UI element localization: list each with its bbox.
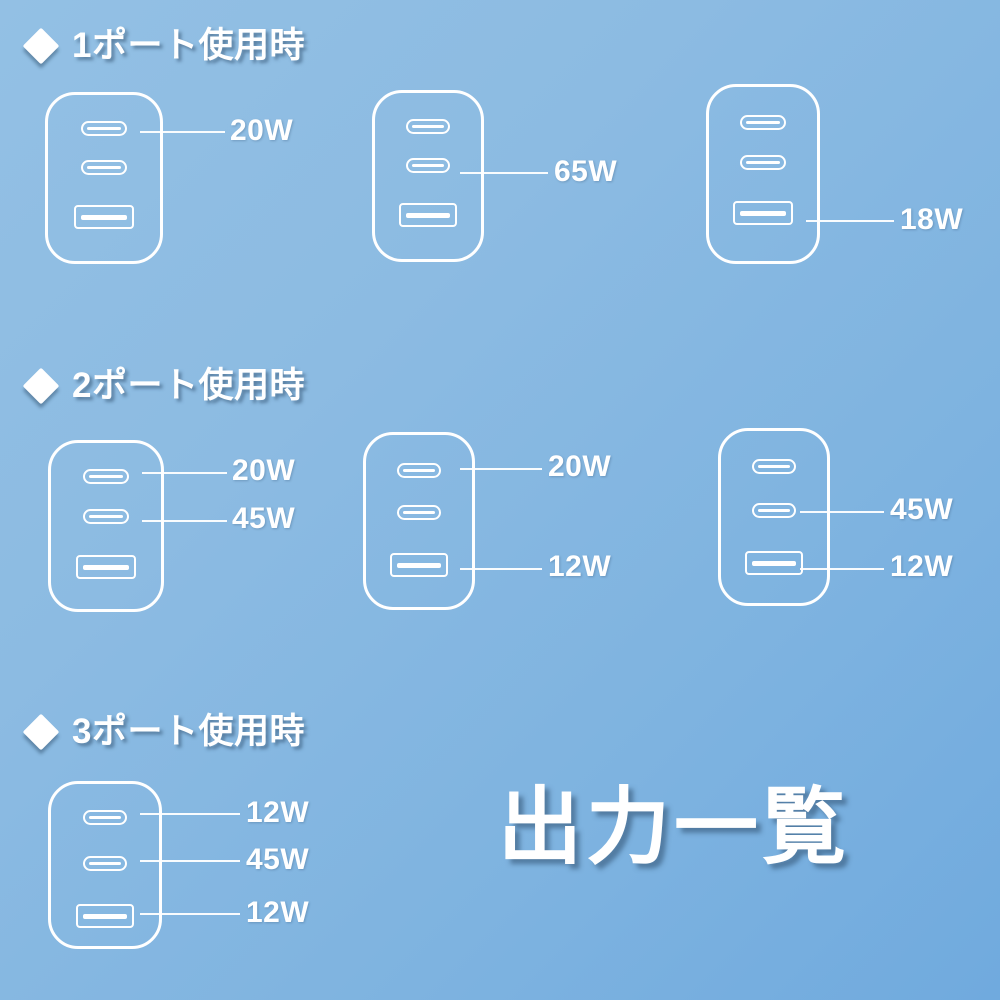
section-title: 3ポート使用時 [72,712,305,751]
leader-line-1c-1 [806,220,894,222]
section-header-three-port: 3ポート使用時 [22,712,305,751]
page-headline: 出力一覧 [498,780,851,874]
watt-label-2c-2: 12W [890,550,954,583]
leader-line-2a-2 [142,520,227,522]
usb-a-port-bottom [399,203,457,227]
watt-label-1a-1: 20W [230,114,294,147]
usb-a-port-bottom [76,555,136,579]
section-title: 2ポート使用時 [72,366,305,405]
usb-c-port-top [83,469,129,484]
charger-3a [48,781,162,949]
charger-1a [45,92,163,264]
leader-line-3a-2 [140,860,240,862]
usb-c-port-top [81,121,127,136]
section-title: 1ポート使用時 [72,26,305,65]
usb-c-port-top [397,463,441,478]
usb-a-port-bottom [745,551,803,575]
watt-label-1c-1: 18W [900,203,964,236]
charger-2a [48,440,164,612]
watt-label-1b-1: 65W [554,155,618,188]
charger-1b [372,90,484,262]
usb-a-port-bottom [733,201,793,225]
usb-c-port-top [406,119,450,134]
usb-c-port-middle [83,856,127,871]
usb-a-port-bottom [390,553,448,577]
diamond-icon [22,27,60,64]
watt-label-2b-1: 20W [548,450,612,483]
charger-1c [706,84,820,264]
usb-c-port-top [740,115,786,130]
watt-label-2a-2: 45W [232,502,296,535]
watt-label-3a-1: 12W [246,796,310,829]
usb-c-port-middle [740,155,786,170]
leader-line-2b-1 [460,468,542,470]
watt-label-3a-3: 12W [246,896,310,929]
watt-label-2a-1: 20W [232,454,296,487]
usb-c-port-middle [406,158,450,173]
leader-line-3a-1 [140,813,240,815]
leader-line-2a-1 [142,472,227,474]
usb-c-port-top [752,459,796,474]
watt-label-3a-2: 45W [246,843,310,876]
charger-2b [363,432,475,610]
watt-label-2b-2: 12W [548,550,612,583]
usb-a-port-bottom [76,904,134,928]
leader-line-2c-1 [800,511,884,513]
diamond-icon [22,713,60,750]
section-header-two-port: 2ポート使用時 [22,366,305,405]
section-header-one-port: 1ポート使用時 [22,26,305,65]
leader-line-1a-1 [140,131,225,133]
usb-c-port-middle [397,505,441,520]
charger-2c [718,428,830,606]
usb-c-port-middle [81,160,127,175]
usb-c-port-middle [752,503,796,518]
leader-line-3a-3 [140,913,240,915]
usb-c-port-top [83,810,127,825]
usb-a-port-bottom [74,205,134,229]
leader-line-1b-1 [460,172,548,174]
leader-line-2b-2 [460,568,542,570]
watt-label-2c-1: 45W [890,493,954,526]
usb-c-port-middle [83,509,129,524]
leader-line-2c-2 [800,568,884,570]
diamond-icon [22,367,60,404]
